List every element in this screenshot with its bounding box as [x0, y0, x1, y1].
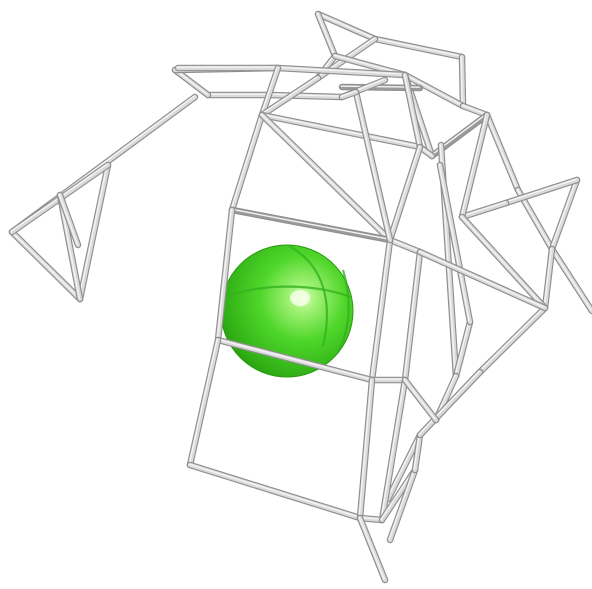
bond-tube — [207, 94, 270, 95]
bond-tube — [261, 114, 420, 147]
bond-tube — [389, 146, 420, 240]
bond-tube — [419, 251, 545, 308]
bond-tube — [374, 38, 462, 57]
bond-tube — [479, 307, 545, 372]
bond-tube — [269, 94, 342, 97]
bond-tube — [439, 164, 470, 322]
cage-back-bonds — [174, 13, 592, 499]
bond-tube — [551, 248, 592, 311]
bond-tube — [341, 91, 356, 97]
bond-tube — [404, 379, 436, 420]
bond-tube — [461, 56, 463, 106]
bond-tube — [189, 464, 360, 518]
bond-tube — [231, 114, 262, 210]
bond-tube — [359, 517, 385, 580]
bond-tube — [404, 251, 420, 380]
bond-tube — [419, 371, 480, 435]
bond-tube — [462, 105, 487, 115]
bond-tube — [544, 248, 552, 308]
bond-tube — [461, 216, 545, 308]
bond-tube — [359, 379, 372, 518]
bond-tube — [389, 239, 420, 252]
bond-tube — [486, 114, 518, 190]
bond-tube — [189, 339, 218, 465]
bond-tube — [177, 67, 278, 68]
bond-tube — [355, 91, 390, 240]
bond-tube — [371, 239, 390, 380]
bond-tube — [371, 379, 405, 380]
